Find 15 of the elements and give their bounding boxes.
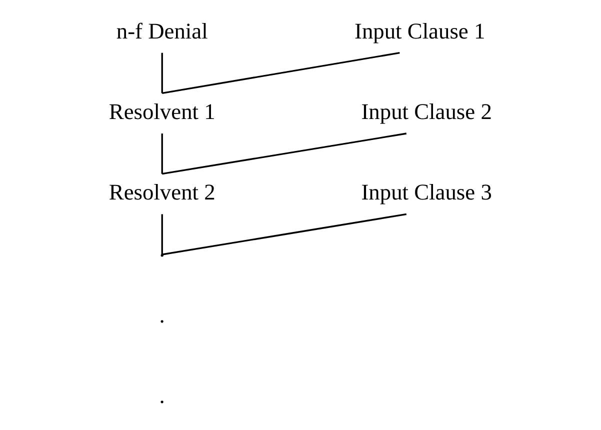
- node-text: Resolvent 2: [108, 180, 216, 205]
- node-point: [160, 254, 164, 257]
- node-text: Input Clause 1: [354, 18, 486, 44]
- connector: [161, 214, 163, 254]
- label: .: [159, 302, 165, 328]
- node-text: n-f Denial: [116, 18, 208, 44]
- connector: [161, 52, 163, 94]
- connector: [161, 134, 163, 174]
- connector: [162, 132, 407, 175]
- connector: [162, 52, 400, 94]
- label: .: [159, 382, 165, 408]
- node-text: Input Clause 2: [361, 98, 492, 124]
- connector: [162, 213, 407, 256]
- node-text: Input Clause 3: [361, 180, 492, 205]
- node-text: Resolvent 1: [108, 98, 216, 124]
